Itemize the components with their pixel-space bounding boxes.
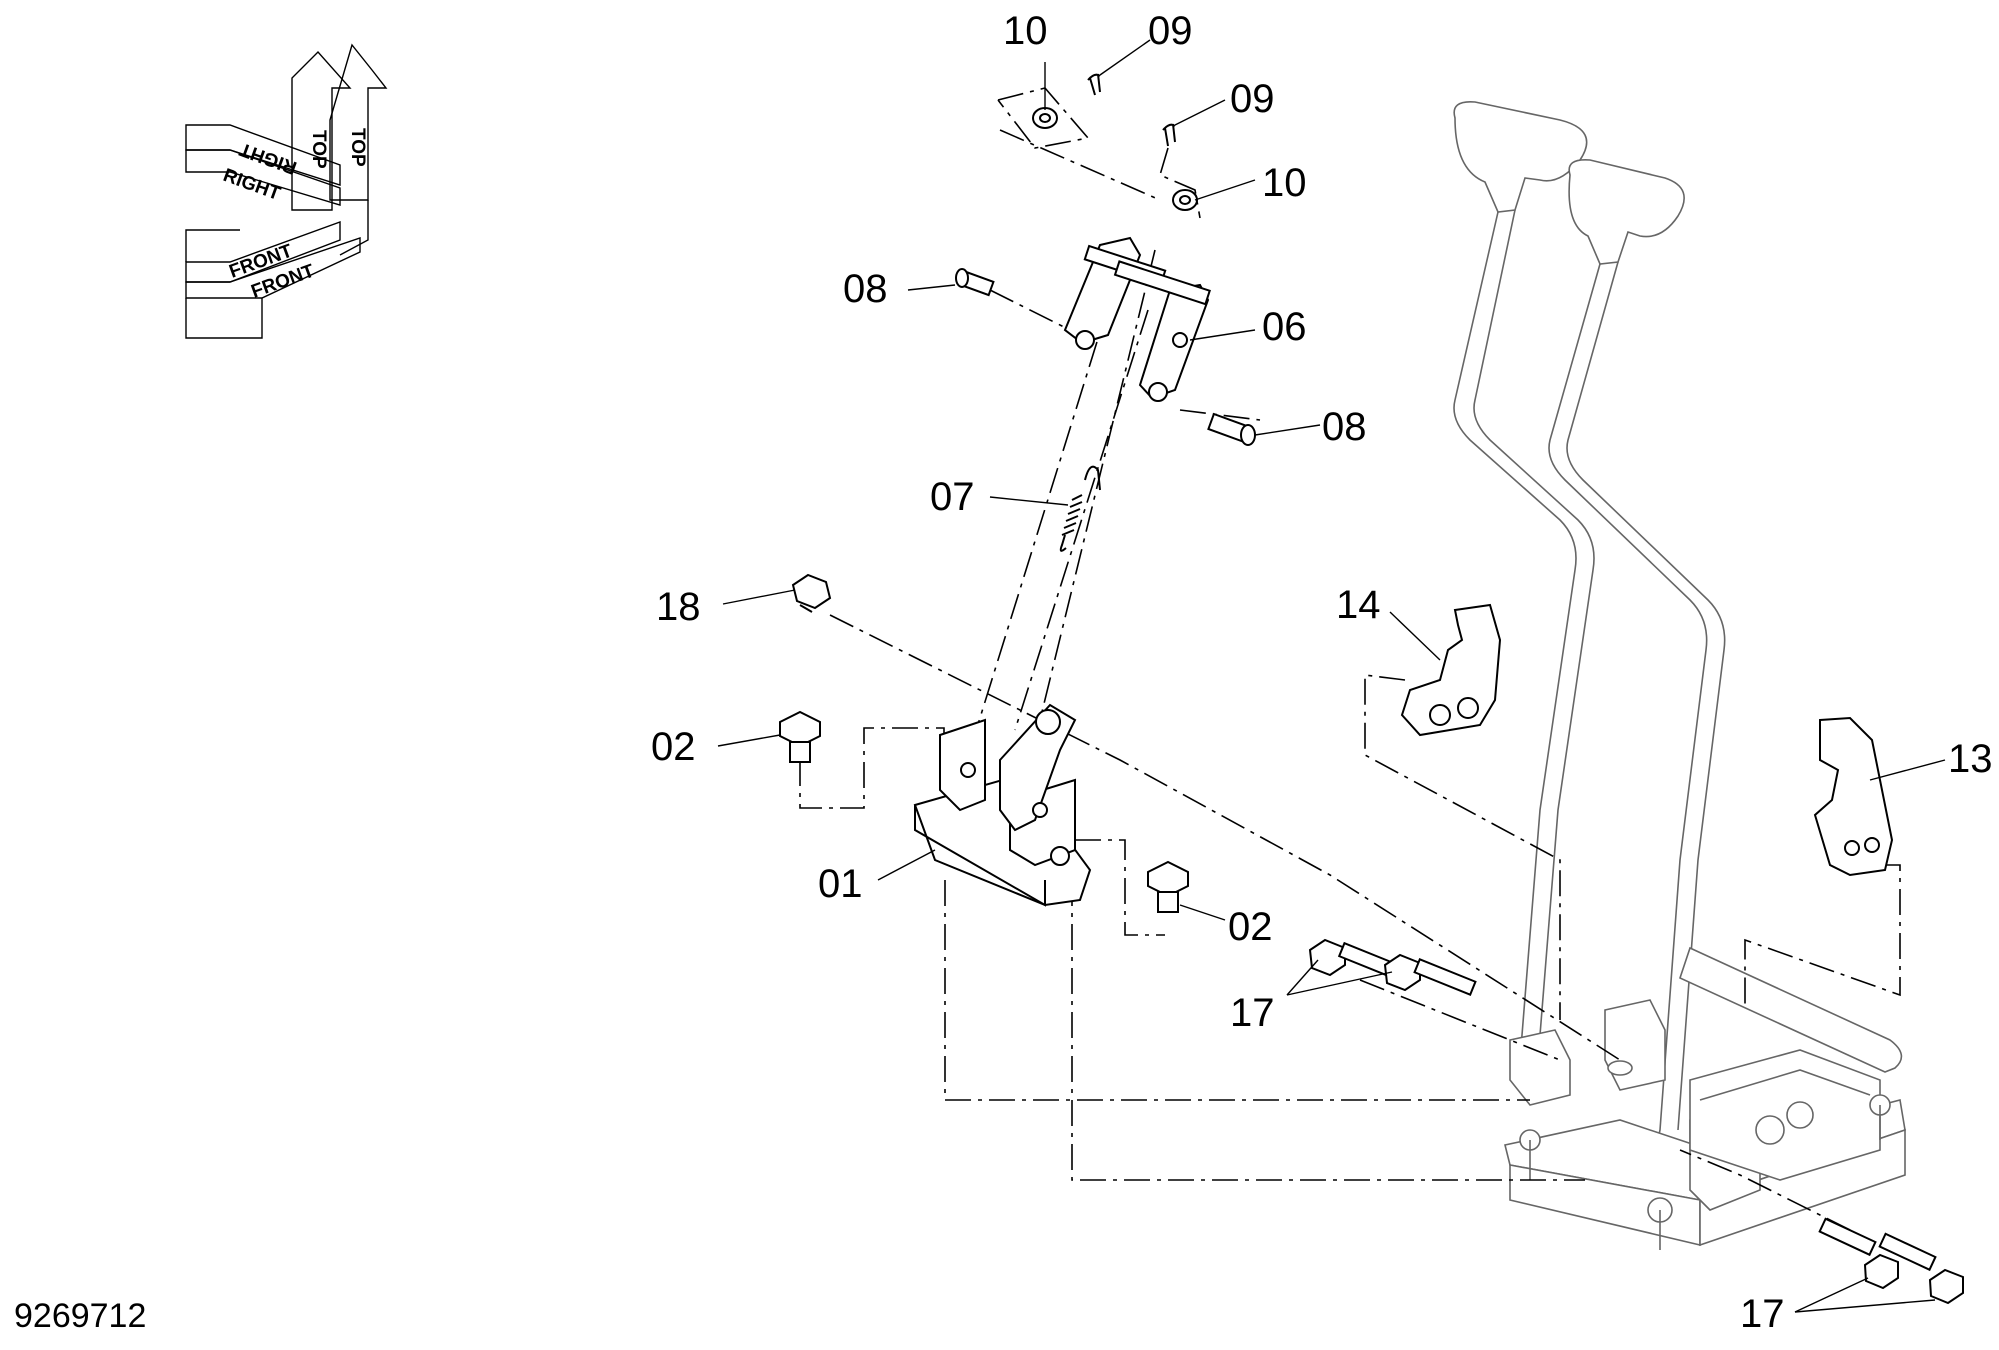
base-bracket-part-01 bbox=[913, 703, 1092, 907]
callout-18: 18 bbox=[656, 585, 701, 629]
callout-06: 06 bbox=[1262, 305, 1307, 349]
callout-labels: 10 09 09 10 08 06 08 07 18 14 02 13 01 0… bbox=[14, 9, 1993, 1336]
orientation-top-label-back: TOP bbox=[347, 128, 368, 167]
callout-08-lower: 08 bbox=[1322, 405, 1367, 449]
callout-17-mid: 17 bbox=[1230, 991, 1275, 1035]
pin-part-08-lower bbox=[1207, 412, 1256, 446]
washer-part-10-left bbox=[1032, 107, 1058, 129]
callout-09-right: 09 bbox=[1230, 77, 1275, 121]
callout-02-left: 02 bbox=[651, 725, 696, 769]
bolt-part-17-low-a bbox=[1818, 1217, 1899, 1290]
bracket-part-14 bbox=[1400, 603, 1502, 737]
orientation-top-label-front: TOP bbox=[308, 130, 329, 169]
callout-01: 01 bbox=[818, 862, 863, 906]
pin-part-08-upper bbox=[955, 268, 995, 297]
clip-pin-part-09-right bbox=[1162, 123, 1176, 147]
bracket-part-13 bbox=[1813, 716, 1894, 877]
control-lever-assembly-ghost bbox=[1453, 101, 1906, 1250]
spring-part-07 bbox=[1059, 465, 1101, 552]
leader-lines bbox=[717, 39, 1946, 1313]
bolt-part-17-mid-a bbox=[1308, 938, 1393, 977]
callout-10-right: 10 bbox=[1262, 161, 1307, 205]
callout-10-top: 10 bbox=[1003, 9, 1048, 53]
callout-07: 07 bbox=[930, 475, 975, 519]
assembly-lines bbox=[799, 87, 1901, 1231]
cap-nut-part-18 bbox=[791, 573, 832, 613]
callout-13: 13 bbox=[1948, 737, 1993, 781]
bolt-part-02-right bbox=[1147, 860, 1189, 913]
callout-02-right: 02 bbox=[1228, 905, 1273, 949]
callout-14: 14 bbox=[1336, 583, 1381, 627]
washer-part-10-right bbox=[1172, 189, 1198, 211]
callout-08-upper: 08 bbox=[843, 267, 888, 311]
orientation-icon: TOP TOP RIGHT RIGHT FRONT FRONT bbox=[185, 43, 388, 339]
bolt-part-02-left bbox=[779, 710, 821, 763]
bolt-part-17-mid-b bbox=[1383, 953, 1477, 997]
linkage-part-06 bbox=[1063, 236, 1211, 402]
callout-17-bottom: 17 bbox=[1740, 1292, 1785, 1336]
callout-09-top: 09 bbox=[1148, 9, 1193, 53]
drawing-number: 9269712 bbox=[14, 1297, 146, 1335]
clip-pin-part-09-left bbox=[1087, 73, 1101, 96]
bolt-part-17-low-b bbox=[1878, 1232, 1964, 1305]
